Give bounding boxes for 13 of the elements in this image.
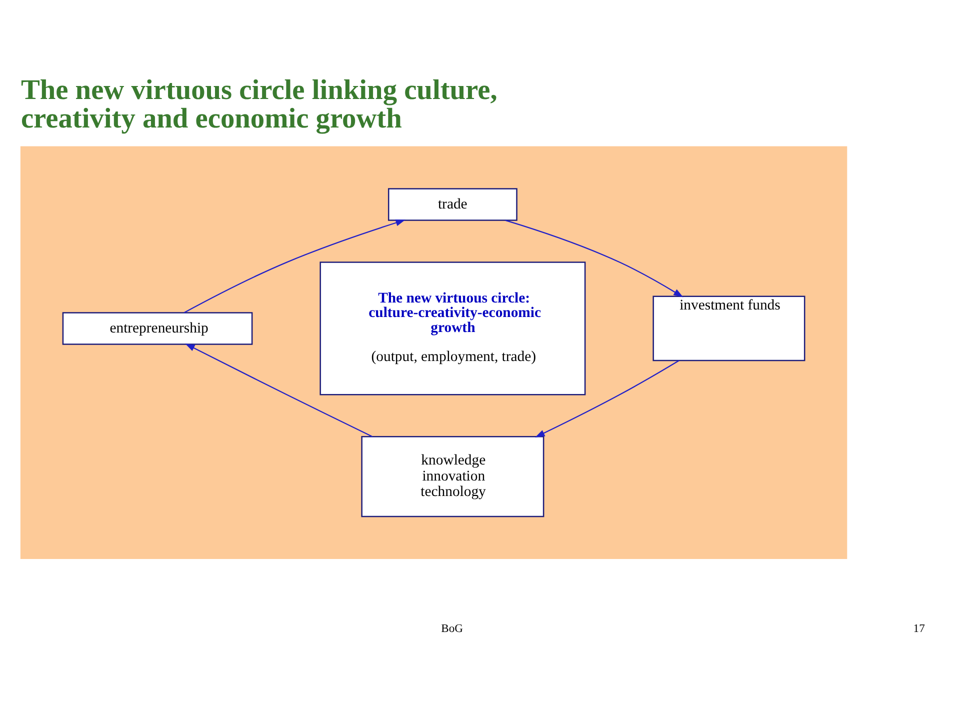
label: BoG [441,622,463,634]
node-box: knowledge innovation technology [361,436,544,517]
label: 17 [913,622,925,634]
arrow [505,219,684,297]
arrow [185,343,373,437]
node-box: The new virtuous circle: culture-creativity-economic growth (output, employment, trade) [320,261,586,395]
node-box: investment funds [652,295,806,361]
cluster [20,146,848,559]
node-box: trade [388,188,518,220]
node-box: entrepreneurship [62,312,253,344]
arrow [535,360,680,437]
arrow [184,219,406,313]
diagram-title: The new virtuous circle linking culture, creativity and economic growth [20,74,498,134]
